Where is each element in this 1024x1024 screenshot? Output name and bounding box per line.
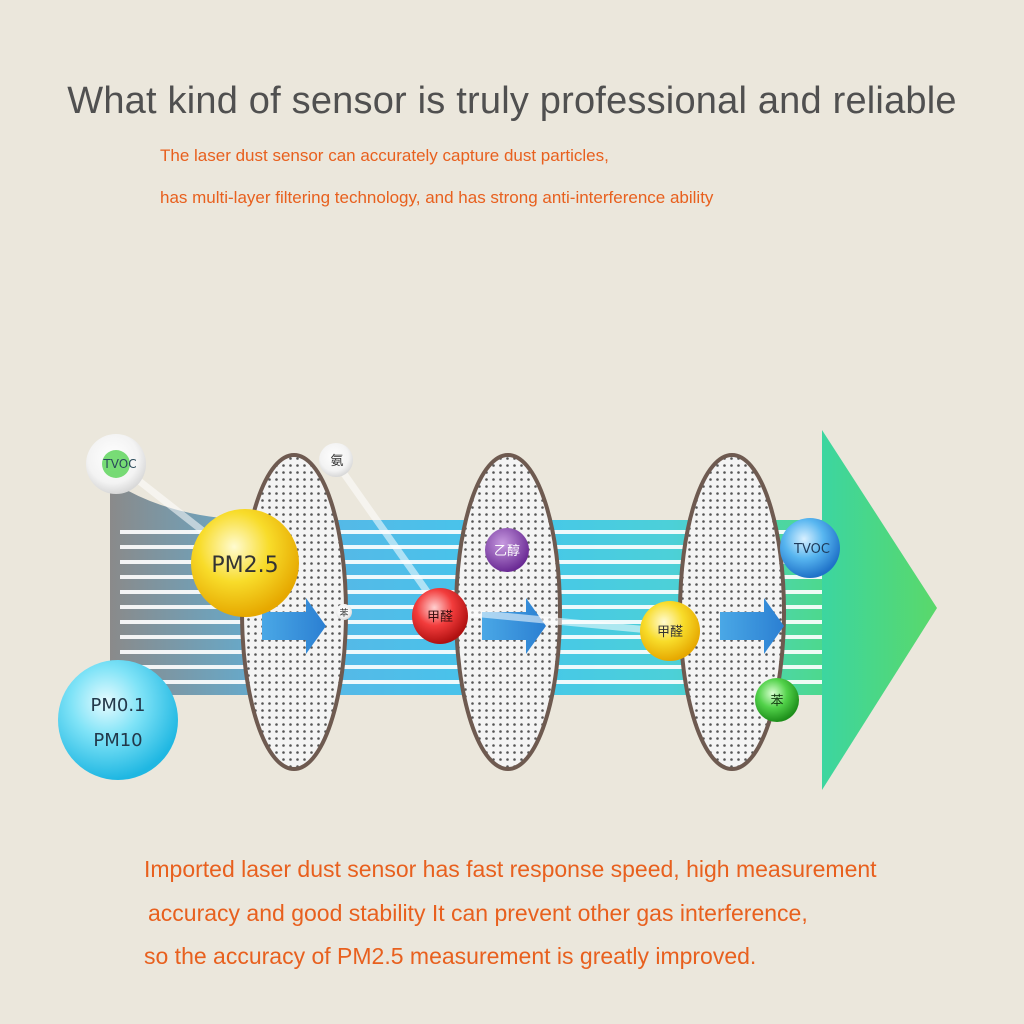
particle-formaldehyde-yellow: 甲醛 [640,601,700,661]
svg-text:苯: 苯 [770,694,783,709]
flow-arrow-1 [262,598,326,654]
output-arrow [822,430,937,790]
filter-diagram: TVOC 氨 苯 PM2.5 PM0.1 PM10 乙醇 甲醛 甲醛 TVOC … [58,430,937,790]
particle-tvoc-right: TVOC [780,518,840,578]
svg-text:TVOC: TVOC [102,457,136,471]
particle-benzene-small: 苯 [336,604,352,620]
flow-arrow-3 [720,598,784,654]
particle-benzene-green: 苯 [755,678,799,722]
particle-pm01-pm10: PM0.1 PM10 [58,660,178,780]
description-line-3: so the accuracy of PM2.5 measurement is … [144,943,757,969]
particle-pm25: PM2.5 [191,509,299,617]
flow-arrow-2 [482,598,546,654]
description-line-2: accuracy and good stability It can preve… [148,900,808,926]
svg-text:TVOC: TVOC [793,542,830,557]
svg-text:乙醇: 乙醇 [494,543,520,559]
particle-tvoc-left: TVOC [86,434,146,494]
svg-text:甲醛: 甲醛 [427,609,453,625]
svg-text:苯: 苯 [339,607,348,619]
svg-text:甲醛: 甲醛 [657,624,683,640]
subtitle-line-2: has multi-layer filtering technology, an… [160,188,714,207]
svg-text:氨: 氨 [330,454,343,469]
particle-formaldehyde-red: 甲醛 [412,588,468,644]
particle-ammonia: 氨 [319,443,353,477]
page-title: What kind of sensor is truly professiona… [67,80,957,122]
svg-text:PM10: PM10 [93,730,142,751]
particle-ethanol: 乙醇 [485,528,529,572]
subtitle-line-1: The laser dust sensor can accurately cap… [160,146,609,165]
svg-text:PM2.5: PM2.5 [211,553,278,578]
svg-text:PM0.1: PM0.1 [90,695,145,716]
description-line-1: Imported laser dust sensor has fast resp… [144,856,877,882]
